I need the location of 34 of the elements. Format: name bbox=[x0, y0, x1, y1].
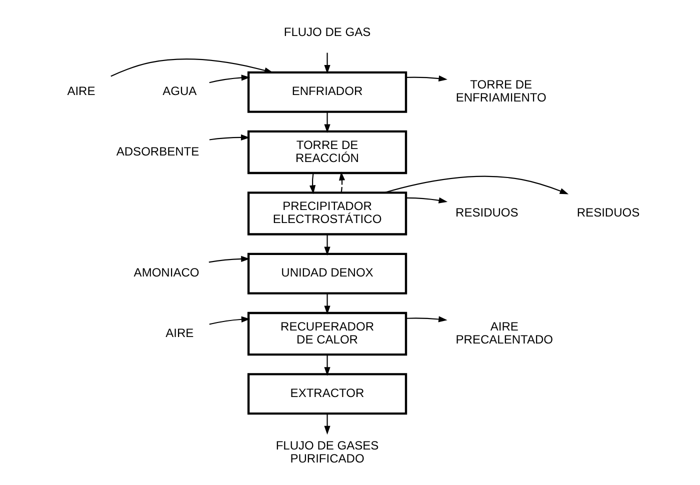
node-text: FLUJO DE GAS bbox=[283, 24, 370, 39]
arrow bbox=[324, 52, 330, 74]
node-text: TORRE DE ENFRIAMIENTO bbox=[455, 77, 546, 104]
arrow bbox=[208, 74, 250, 83]
arrow bbox=[324, 234, 330, 256]
arrow bbox=[324, 354, 330, 376]
arrow bbox=[110, 58, 273, 76]
arrow bbox=[406, 74, 447, 82]
node-text: RESIDUOS bbox=[455, 205, 518, 220]
node-box: EXTRACTOR bbox=[246, 372, 407, 414]
arrow bbox=[324, 413, 330, 434]
node-text: AGUA bbox=[162, 84, 196, 98]
node-text: AIRE bbox=[66, 84, 95, 98]
node-text: FLUJO DE GASES PURIFICADO bbox=[275, 438, 378, 466]
arrow bbox=[324, 292, 330, 314]
node-box: UNIDAD DENOX bbox=[246, 252, 407, 294]
arrow bbox=[338, 171, 345, 192]
node-box: ENFRIADOR bbox=[246, 70, 407, 112]
arrow bbox=[208, 316, 250, 324]
arrow bbox=[208, 255, 250, 262]
arrow bbox=[308, 172, 316, 194]
node-box: PRECIPITADOR ELECTROSTÁTICO bbox=[246, 191, 407, 235]
arrow bbox=[208, 134, 250, 140]
arrow bbox=[406, 316, 447, 322]
node-text: AIRE bbox=[165, 325, 194, 340]
arrow bbox=[324, 111, 330, 132]
arrow bbox=[406, 196, 448, 203]
node-box: TORRE DE REACCIÓN bbox=[246, 130, 407, 174]
node-text: RESIDUOS bbox=[576, 205, 640, 220]
node-text: AMONIACO bbox=[133, 265, 199, 280]
node-text: AIRE PRECALENTADO bbox=[455, 318, 553, 346]
arrow bbox=[384, 175, 568, 194]
node-box: RECUPERADOR DE CALOR bbox=[246, 311, 407, 356]
node-text: ADSORBENTE bbox=[116, 144, 199, 158]
